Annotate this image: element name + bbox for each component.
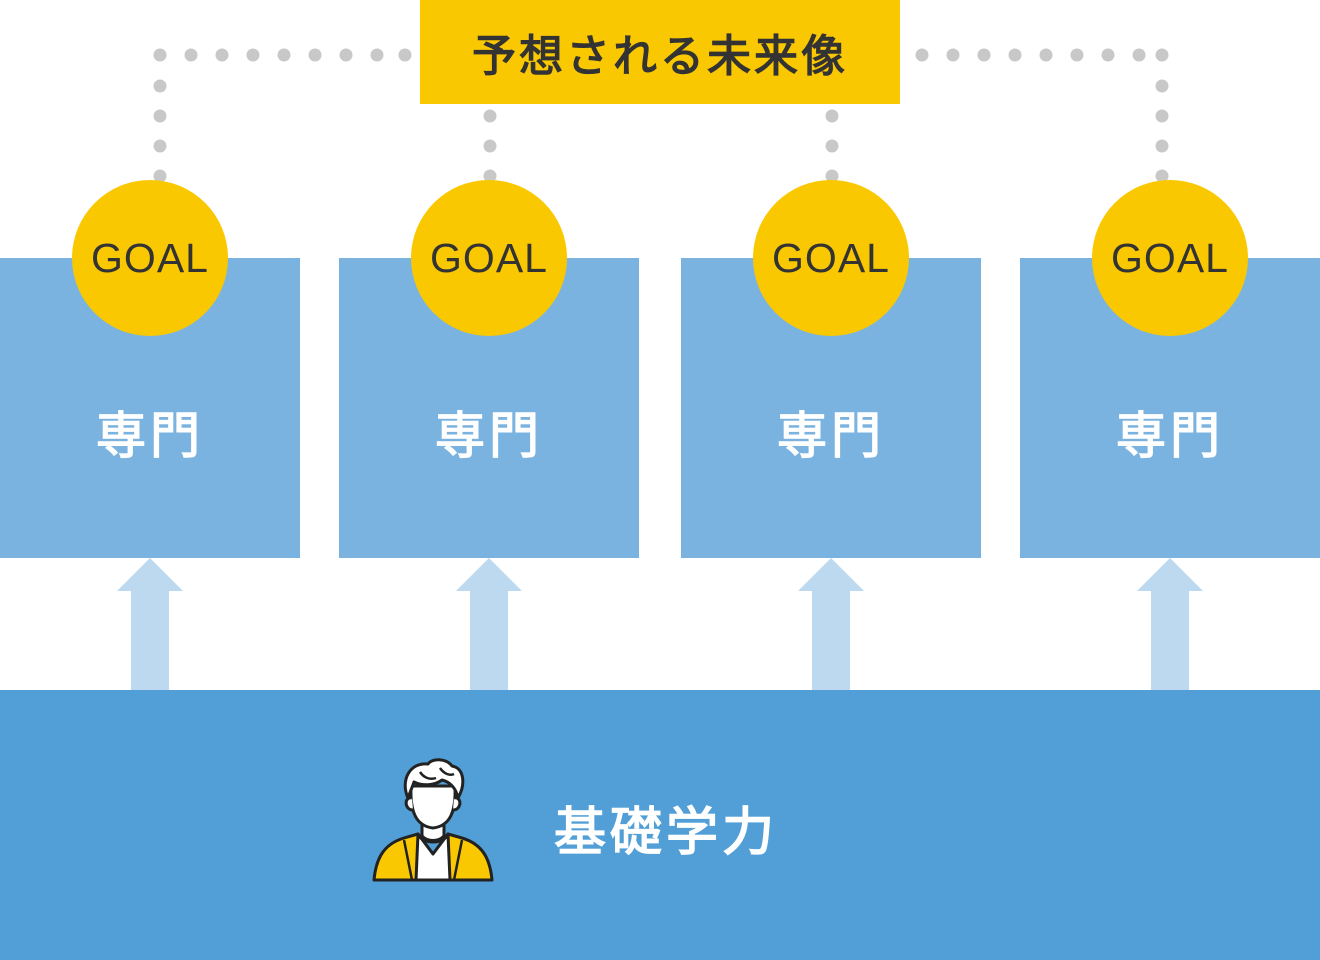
up-arrow-icon <box>1137 558 1203 690</box>
foundation-label: 基礎学力 <box>554 803 779 863</box>
future-vision-banner: 予想される未来像 <box>420 0 900 104</box>
goal-label: GOAL <box>1111 234 1229 281</box>
up-arrow-icon <box>798 558 864 690</box>
goal-label: GOAL <box>91 234 209 281</box>
goal-label: GOAL <box>430 234 548 281</box>
foundation-block: 基礎学力 <box>0 690 1320 960</box>
specialty-label: 専門 <box>435 407 543 465</box>
specialty-label: 専門 <box>96 407 204 465</box>
goal-badge-1: GOAL <box>72 180 228 336</box>
up-arrow-icon <box>117 558 183 690</box>
goal-label: GOAL <box>772 234 890 281</box>
specialty-label: 専門 <box>777 407 885 465</box>
future-vision-title: 予想される未来像 <box>472 31 848 82</box>
goal-badge-3: GOAL <box>753 180 909 336</box>
up-arrow-icon <box>456 558 522 690</box>
goal-badge-2: GOAL <box>411 180 567 336</box>
goal-badge-4: GOAL <box>1092 180 1248 336</box>
person-icon <box>372 758 494 882</box>
specialty-label: 専門 <box>1116 407 1224 465</box>
